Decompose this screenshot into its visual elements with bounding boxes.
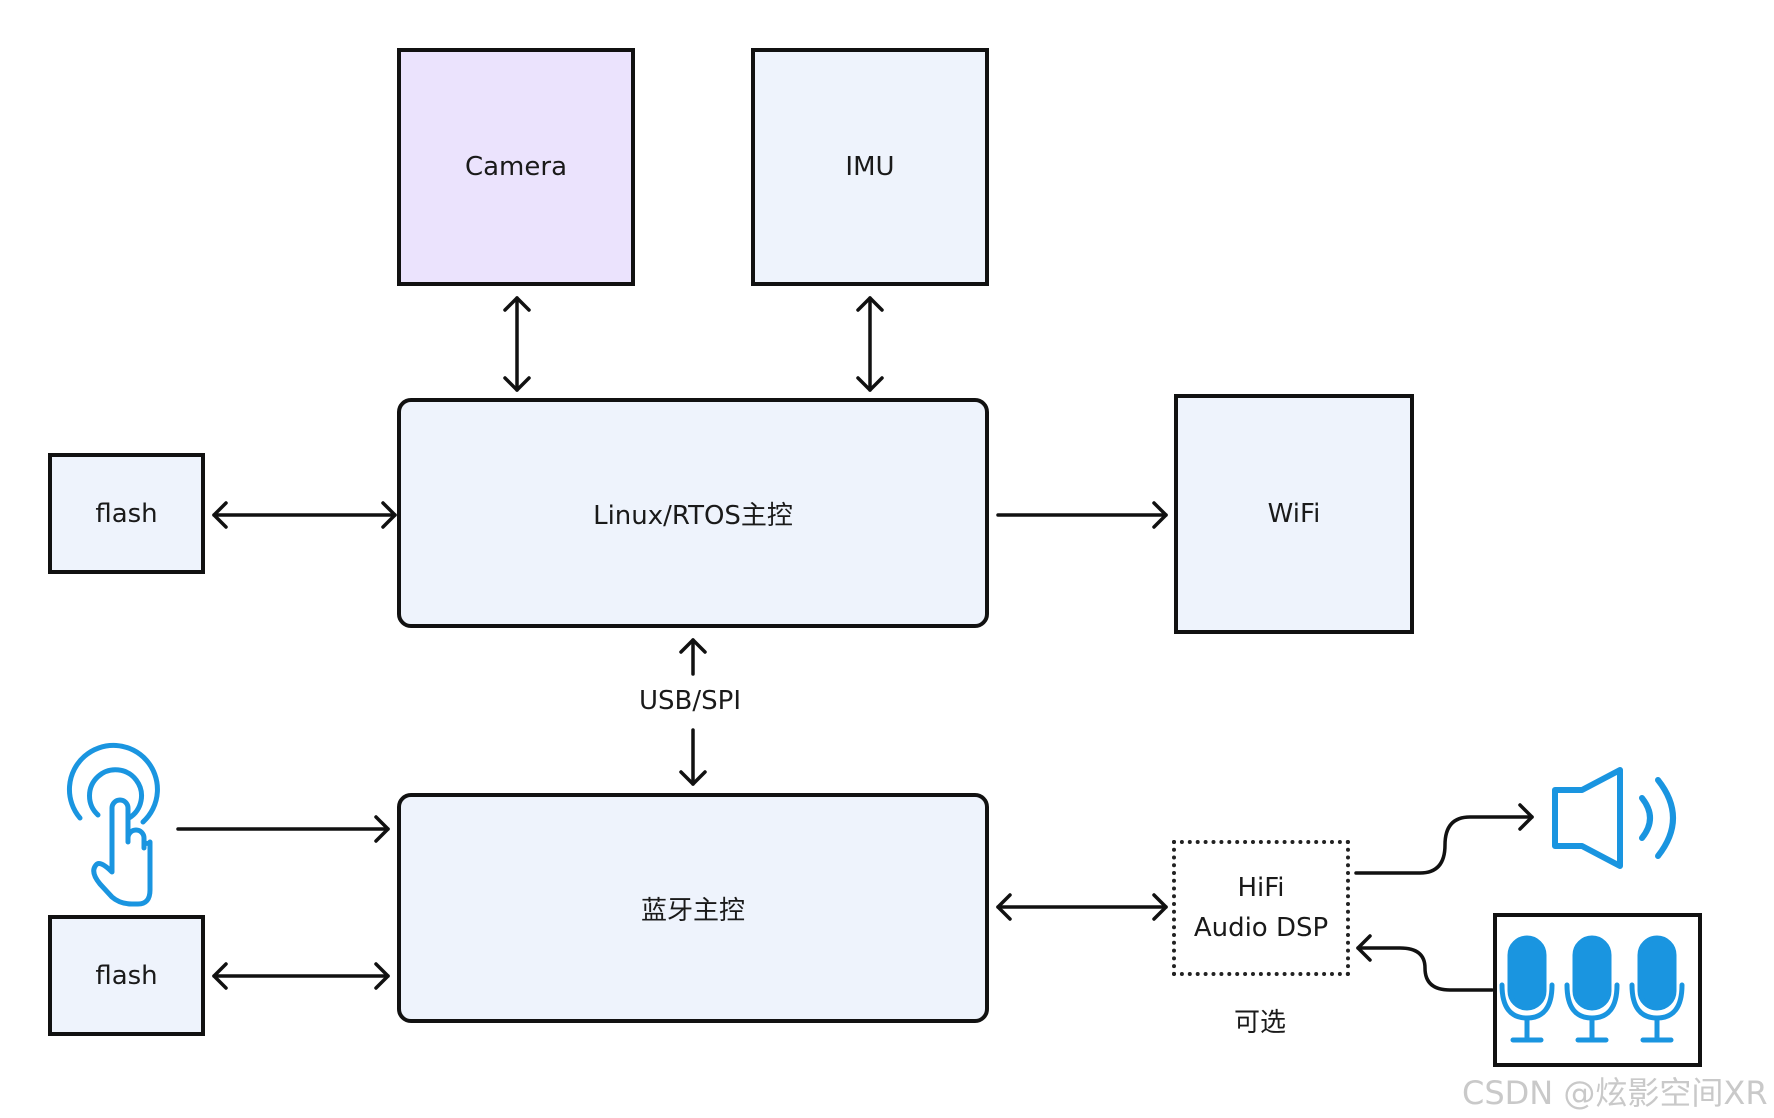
mic-dsp-arrow	[1356, 934, 1494, 992]
dsp-label-line2: Audio DSP	[1193, 913, 1329, 943]
camera-main-arrow	[503, 296, 531, 392]
speaker-icon	[1552, 767, 1676, 869]
watermark: CSDN @炫影空间XR	[1462, 1074, 1768, 1112]
optional-label: 可选	[1234, 1008, 1287, 1038]
usb-spi-arrow	[679, 638, 707, 786]
bus-label: USB/SPI	[639, 686, 741, 716]
main-controller-label: Linux/RTOS主控	[593, 500, 793, 531]
wifi-box: WiFi	[1174, 394, 1414, 634]
main-controller-box: Linux/RTOS主控	[397, 398, 989, 628]
flash-bottom-box: flash	[48, 915, 205, 1036]
imu-box: IMU	[751, 48, 989, 286]
flash-main-arrow	[212, 501, 397, 529]
main-wifi-arrow	[996, 501, 1168, 529]
dsp-label-line1: HiFi	[1237, 873, 1285, 903]
bt-dsp-arrow	[996, 893, 1168, 921]
camera-label: Camera	[464, 152, 568, 182]
flash-top-label: flash	[95, 498, 158, 529]
bluetooth-controller-box: 蓝牙主控	[397, 793, 989, 1023]
microphone-array-icon	[1493, 913, 1702, 1067]
flash-top-box: flash	[48, 453, 205, 574]
touch-hand-icon	[66, 742, 160, 907]
wifi-label: WiFi	[1267, 499, 1321, 529]
touch-bt-arrow	[176, 815, 390, 843]
flash-bottom-label: flash	[95, 960, 158, 991]
camera-box: Camera	[397, 48, 635, 286]
flash-bt-arrow	[212, 962, 390, 990]
audio-dsp-box: HiFi Audio DSP	[1172, 840, 1350, 976]
imu-label: IMU	[845, 152, 895, 182]
bluetooth-controller-label: 蓝牙主控	[640, 895, 745, 926]
imu-main-arrow	[856, 296, 884, 392]
dsp-speaker-arrow	[1354, 803, 1534, 875]
